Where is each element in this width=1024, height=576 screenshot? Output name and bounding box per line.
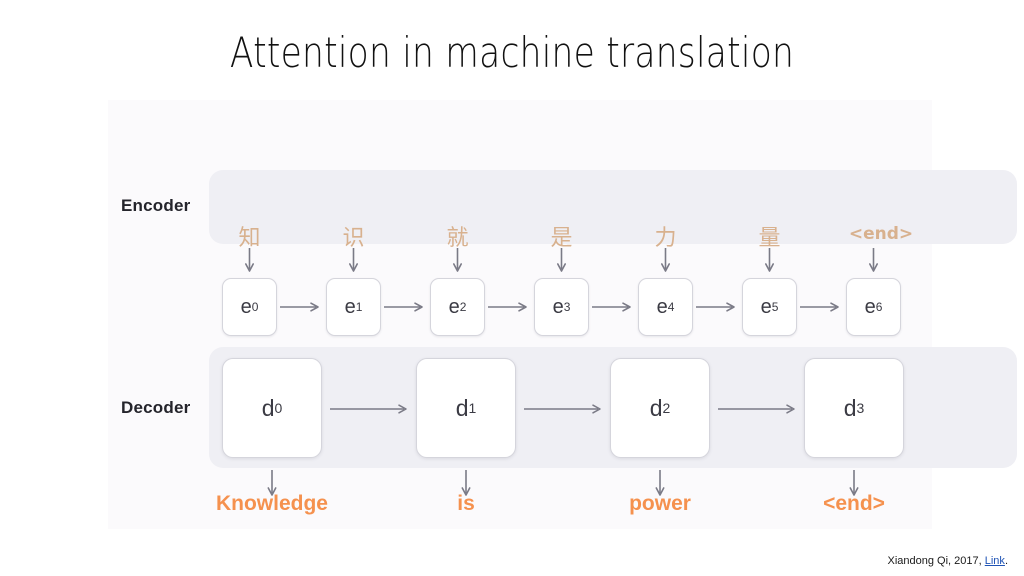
decoder-output-arrow-down-icon-1 <box>416 470 516 500</box>
encoder-cell-base-4: e <box>656 295 668 318</box>
encoder-source-token-5: 量 <box>758 226 781 251</box>
decoder-output-arrow-down-icon-3 <box>804 470 904 500</box>
encoder-input-arrow-down-icon-3 <box>534 248 589 276</box>
encoder-cell-base-1: e <box>344 295 356 318</box>
encoder-flow-arrow-right-icon-2 <box>488 298 530 316</box>
decoder-output-token-1: is <box>457 492 475 515</box>
decoder-cell-base-0: d <box>261 394 275 421</box>
encoder-cell-index-4: 4 <box>667 300 675 314</box>
encoder-source-token-0: 知 <box>238 226 261 251</box>
encoder-input-arrow-down-icon-2 <box>430 248 485 276</box>
encoder-cell-index-6: 6 <box>875 300 883 314</box>
encoder-cell-index-2: 2 <box>459 300 467 314</box>
encoder-flow-arrow-right-icon-4 <box>696 298 738 316</box>
credit-line: Xiandong Qi, 2017, Link. <box>888 555 1009 567</box>
decoder-flow-arrow-right-icon-0 <box>330 400 410 418</box>
encoder-flow-arrow-right-icon-3 <box>592 298 634 316</box>
decoder-output-arrow-down-icon-0 <box>222 470 322 500</box>
attention-diagram: Encoder 知 识 就 是 力 量 <end> <box>108 100 1017 529</box>
decoder-cell-index-2: 2 <box>662 400 671 416</box>
decoder-cell-base-1: d <box>455 394 469 421</box>
decoder-output-arrow-down-icon-2 <box>610 470 710 500</box>
encoder-input-arrow-down-icon-4 <box>638 248 693 276</box>
encoder-input-arrow-down-icon-5 <box>742 248 797 276</box>
encoder-input-arrow-down-icon-6 <box>846 248 901 276</box>
encoder-cell-base-3: e <box>552 295 564 318</box>
decoder-row-label: Decoder <box>121 398 191 417</box>
credit-suffix: . <box>1004 555 1008 567</box>
encoder-flow-arrow-right-icon-5 <box>800 298 842 316</box>
encoder-cell-index-1: 1 <box>355 300 363 314</box>
encoder-cell-base-5: e <box>760 295 772 318</box>
decoder-flow-arrow-right-icon-2 <box>718 400 798 418</box>
encoder-cell-index-0: 0 <box>251 300 259 314</box>
decoder-cell-base-2: d <box>649 394 663 421</box>
encoder-source-token-1: 识 <box>342 226 365 251</box>
credit-author: Xiandong Qi, 2017, <box>887 555 985 567</box>
decoder-output-token-3: <end> <box>823 492 885 515</box>
decoder-cell-base-3: d <box>843 394 857 421</box>
decoder-output-token-2: power <box>629 492 691 515</box>
encoder-cell-index-3: 3 <box>563 300 571 314</box>
encoder-source-token-4: 力 <box>654 226 677 251</box>
encoder-cell-base-0: e <box>240 295 252 318</box>
encoder-cell-base-6: e <box>864 295 876 318</box>
encoder-source-token-6: <end> <box>848 224 914 244</box>
encoder-flow-arrow-right-icon-1 <box>384 298 426 316</box>
credit-link[interactable]: Link <box>984 555 1005 567</box>
decoder-flow-arrow-right-icon-1 <box>524 400 604 418</box>
encoder-source-token-3: 是 <box>550 226 573 251</box>
decoder-cell-index-1: 1 <box>468 400 477 416</box>
encoder-source-token-2: 就 <box>446 226 469 251</box>
encoder-flow-arrow-right-icon-0 <box>280 298 322 316</box>
decoder-output-token-0: Knowledge <box>215 492 328 515</box>
encoder-input-arrow-down-icon-1 <box>326 248 381 276</box>
encoder-panel <box>209 170 1017 244</box>
decoder-cell-index-3: 3 <box>856 400 865 416</box>
encoder-cell-base-2: e <box>448 295 460 318</box>
page-title: Attention in machine translation <box>229 28 795 77</box>
decoder-cell-index-0: 0 <box>274 400 283 416</box>
encoder-row-label: Encoder <box>121 196 191 215</box>
encoder-cell-index-5: 5 <box>771 300 779 314</box>
encoder-input-arrow-down-icon-0 <box>222 248 277 276</box>
